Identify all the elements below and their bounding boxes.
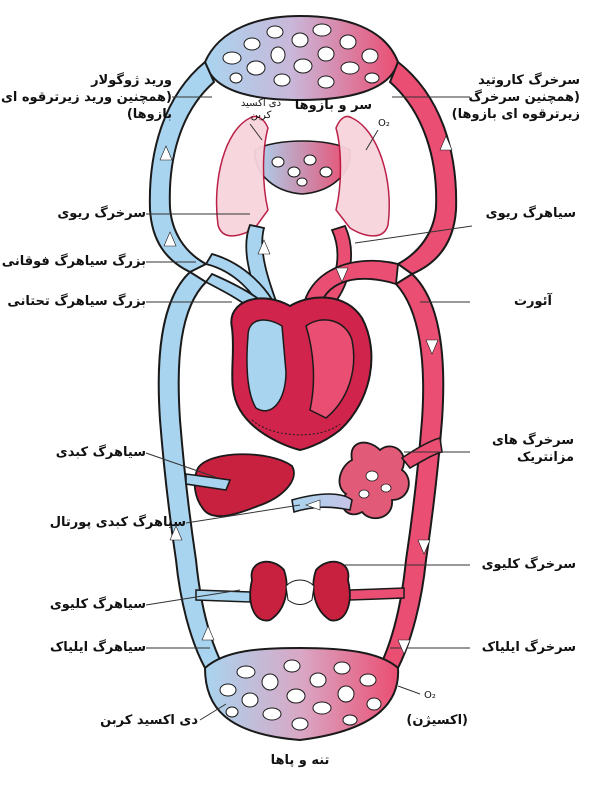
jugular-vein-sub-label: (همچنین ورید زیرترقوه ای	[0, 90, 172, 105]
hepatic-portal-vein-label: سیاهرگ کبدی پورتال	[49, 515, 186, 530]
renal-artery-label: سرخرگ کلیوی	[481, 557, 576, 572]
pulmonary-vein-label: سیاهرگ ریوی	[485, 206, 576, 221]
aorta-label: آئورت	[513, 294, 552, 309]
o2-bottom-label: O₂	[424, 690, 436, 701]
co2-top-label: دی اکسید	[240, 98, 282, 109]
head-arms-label: سر و بازوها	[294, 98, 372, 113]
leader-lines	[145, 96, 473, 721]
flow-arrows	[159, 135, 453, 655]
carotid-artery-sub2-label: زیرترقوه ای بازوها)	[451, 107, 580, 122]
head-arms-capillary-bed	[203, 14, 400, 102]
carotid-artery-sub-label: (همچنین سرخرگ	[468, 90, 580, 105]
mesenteric-arteries-label: سرخرگ های	[492, 433, 574, 448]
renal-vein-label: سیاهرگ کلیوی	[49, 597, 146, 612]
co2-top-label-2: کربن	[250, 110, 272, 121]
carotid-artery-label: سرخرگ کاروتید	[478, 73, 580, 88]
lungs	[215, 115, 390, 237]
abdominal-vessels	[185, 437, 443, 514]
oxygen-label: (اکسیژن)	[406, 713, 468, 728]
superior-vena-cava-label: بزرگ سیاهرگ فوقانی	[1, 254, 146, 269]
heart	[230, 296, 373, 452]
iliac-vein-label: سیاهرگ ایلیاک	[49, 640, 146, 655]
intestine	[338, 441, 410, 520]
body-legs-label: تنه و پاها	[270, 753, 330, 768]
iliac-artery-label: سرخرگ ایلیاک	[481, 640, 576, 655]
jugular-vein-label: ورید ژوگولار	[91, 73, 172, 88]
hepatic-vein-label: سیاهرگ کبدی	[55, 445, 146, 460]
mesenteric-arteries-label-2: مزانتریک	[516, 450, 574, 465]
co2-bottom-label: دی اکسید کربن	[100, 713, 198, 728]
body-legs-capillary-bed	[203, 646, 400, 742]
liver	[193, 453, 295, 518]
inferior-vena-cava-label: بزرگ سیاهرگ تحتانی	[7, 294, 146, 309]
pulmonary-artery-label: سرخرگ ریوی	[57, 206, 146, 221]
o2-top-label: O₂	[378, 118, 390, 129]
jugular-vein-sub2-label: بازوها)	[126, 107, 172, 122]
kidneys	[195, 560, 405, 622]
